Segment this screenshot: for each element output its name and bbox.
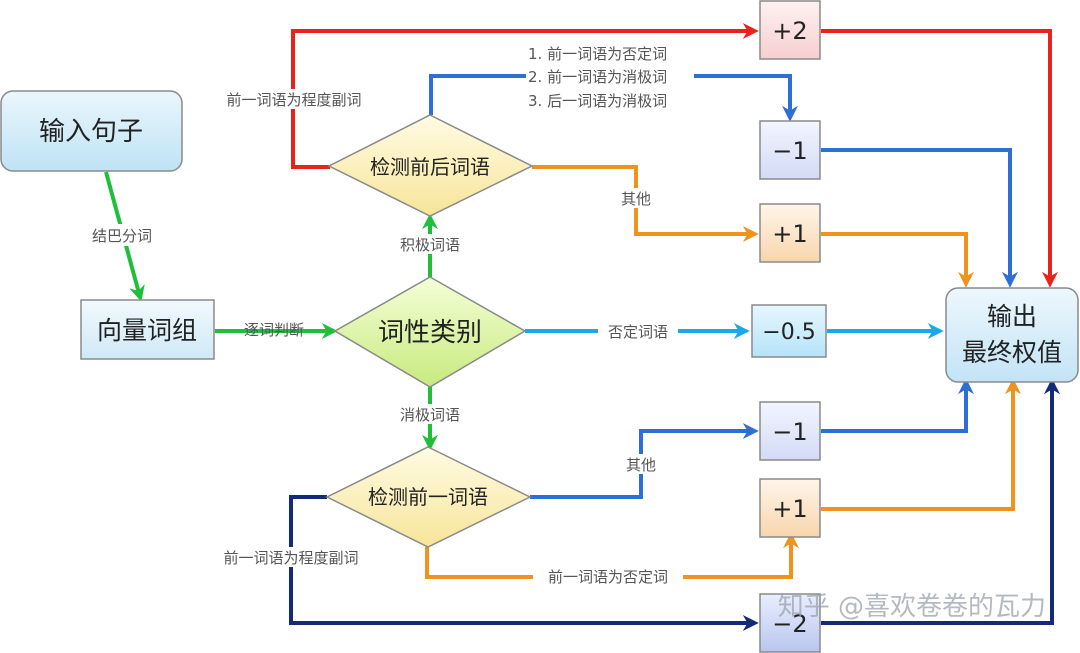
- weight-minus1-top-label: −1: [772, 137, 807, 165]
- input-sentence-node: 输入句子: [0, 90, 183, 172]
- output-final-weight-node: 输出 最终权值: [945, 287, 1079, 383]
- weight-minus2-label: −2: [772, 610, 807, 638]
- label-positive: 积极词语: [400, 236, 460, 254]
- label-jieba: 结巴分词: [92, 227, 152, 245]
- label-negation-word: 否定词语: [608, 323, 668, 341]
- output-label-line2: 最终权值: [962, 338, 1062, 367]
- weight-plus1-top-box: +1: [759, 203, 821, 263]
- input-sentence-label: 输入句子: [39, 117, 143, 147]
- label-condition-2: 2. 前一词语为消极词: [528, 68, 667, 86]
- weight-minus1-top-box: −1: [759, 120, 821, 180]
- weight-plus1-bottom-box: +1: [759, 478, 821, 538]
- arrow-plus2-to-output: [821, 29, 1058, 288]
- label-other-top: 其他: [621, 190, 651, 208]
- arrow-minus2-to-output: [821, 378, 1060, 625]
- weight-minus1-bottom-label: −1: [772, 418, 807, 446]
- detect-prev-word-label: 检测前一词语: [368, 485, 488, 509]
- weight-plus1-bottom-label: +1: [772, 495, 807, 523]
- pos-category-label: 词性类别: [378, 318, 482, 348]
- arrow-minus1-bottom-to-output: [821, 378, 974, 433]
- label-condition-3: 3. 后一词语为消极词: [528, 92, 667, 110]
- label-other-bottom: 其他: [626, 456, 656, 474]
- weight-plus2-label: +2: [772, 17, 807, 45]
- weight-minus05-box: −0.5: [751, 304, 827, 358]
- detect-both-words-label: 检测前后词语: [370, 155, 490, 179]
- weight-minus1-bottom-box: −1: [759, 401, 821, 461]
- arrow-minus1-top-to-output: [821, 148, 1018, 288]
- weight-minus2-box: −2: [759, 593, 821, 653]
- detect-both-words-decision: 检测前后词语: [327, 114, 534, 217]
- weight-plus1-top-label: +1: [772, 220, 807, 248]
- label-degree-top: 前一词语为程度副词: [226, 91, 361, 109]
- watermark-text: 知乎 @喜欢卷卷的瓦力: [778, 592, 1046, 622]
- weight-plus2-box: +2: [759, 0, 821, 60]
- arrow-plus1-top-to-output: [821, 232, 974, 288]
- detect-prev-word-decision: 检测前一词语: [325, 446, 532, 548]
- label-each-word: 逐词判断: [244, 321, 304, 339]
- vector-words-node: 向量词组: [80, 299, 215, 360]
- label-negative-word: 消极词语: [400, 406, 460, 424]
- arrow-plus1-bottom-to-output: [821, 378, 1021, 511]
- weight-minus05-label: −0.5: [762, 320, 815, 345]
- vector-words-label: 向量词组: [97, 316, 197, 345]
- pos-category-decision: 词性类别: [333, 276, 527, 388]
- output-label-line1: 输出: [987, 302, 1037, 331]
- label-condition-1: 1. 前一词语为否定词: [528, 45, 667, 63]
- label-degree-bottom: 前一词语为程度副词: [223, 549, 358, 567]
- label-prev-negation: 前一词语为否定词: [548, 568, 668, 586]
